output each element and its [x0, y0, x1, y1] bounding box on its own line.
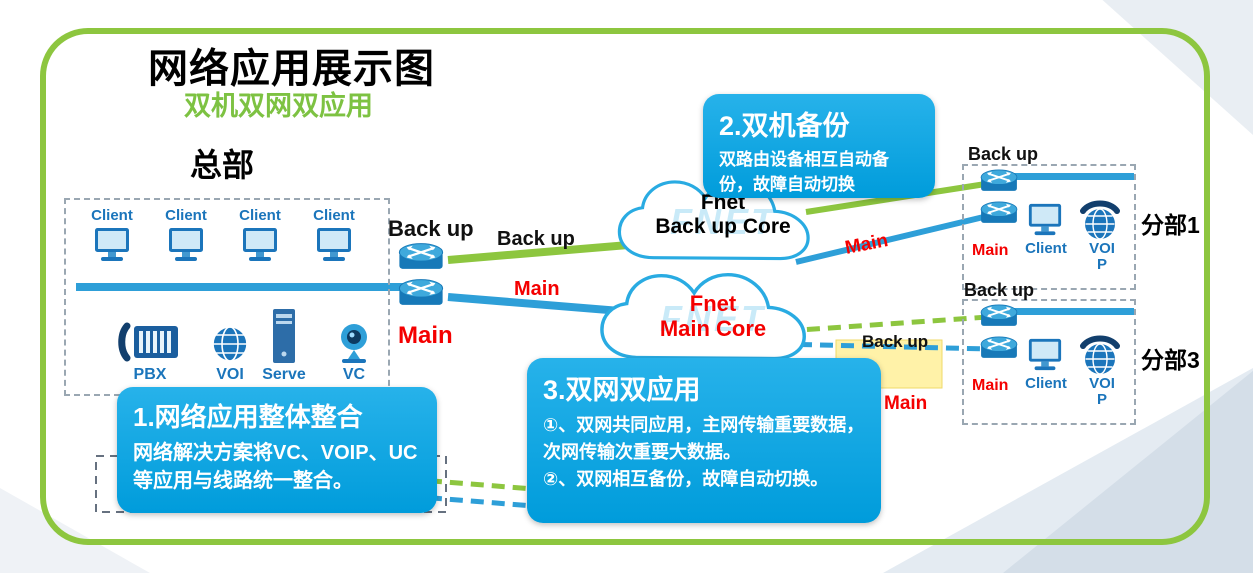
branch1-main-label: Main — [972, 242, 1009, 259]
main-cloud-name-line2: Main Core — [659, 316, 767, 342]
video-camera-icon — [331, 306, 377, 364]
callout3-body-line2: ②、双网相互备份，故障自动切换。 — [543, 469, 829, 489]
voip-device: VOI — [204, 306, 256, 384]
computer-icon — [240, 226, 280, 264]
branch3-backup-label: Back up — [964, 280, 1035, 300]
computer-icon — [314, 226, 354, 264]
hq-clients-row: Client Client Client Client — [82, 207, 364, 264]
client-label: Client — [313, 207, 355, 224]
voip-globe-icon — [210, 306, 250, 364]
fnet-logo-watermark: FNET — [660, 298, 766, 339]
headquarters-label: 总部 — [190, 147, 255, 183]
vc-label: VC — [342, 366, 366, 383]
hq-backup-router-icon — [396, 240, 446, 275]
computer-icon — [166, 226, 206, 264]
hq-client-1: Client — [82, 207, 142, 264]
branch3-client-label: Client — [1025, 375, 1067, 392]
client-label: Client — [91, 207, 133, 224]
pbx-label: PBX — [133, 366, 167, 383]
backup-line-label: Back up — [497, 228, 575, 250]
client-label: Client — [165, 207, 207, 224]
hq-main-router-icon — [396, 276, 446, 311]
branch3-voip-label: VOIP — [1089, 375, 1115, 409]
callout-dual-router-backup: 2.双机备份 双路由设备相互自动备份，故障自动切换 — [703, 94, 935, 198]
voip-phone-icon — [1078, 199, 1122, 243]
branch1-backup-label: Back up — [968, 144, 1039, 164]
pbx-device: PBX — [112, 306, 188, 384]
fnet-logo-watermark: FNET — [670, 201, 776, 242]
branch3-main-line-label: Main — [884, 393, 928, 414]
branch3-main-label: Main — [972, 377, 1009, 394]
callout-dual-network-apps: 3.双网双应用 ①、双网共同应用，主网传输重要数据，次网传输次重要大数据。 ②、… — [527, 358, 881, 523]
client-label: Client — [239, 207, 281, 224]
router-icon — [978, 334, 1020, 363]
branch1-client-label: Client — [1025, 240, 1067, 257]
page-subtitle: 双机双网双应用 — [184, 91, 373, 121]
vc-device: VC — [326, 306, 382, 384]
callout3-title: 3.双网双应用 — [543, 375, 701, 405]
computer-icon — [92, 226, 132, 264]
hq-backup-router-label: Back up — [388, 216, 474, 241]
callout3-body-line1: ①、双网共同应用，主网传输重要数据，次网传输次重要大数据。 — [543, 415, 865, 462]
hq-main-router-label: Main — [398, 322, 453, 349]
hq-client-4: Client — [304, 207, 364, 264]
server-device: Serve — [262, 306, 306, 384]
hq-client-3: Client — [230, 207, 290, 264]
server-label: Serve — [262, 366, 306, 383]
callout2-title: 2.双机备份 — [719, 111, 850, 141]
slide-border-frame — [40, 28, 1210, 545]
branch1-name: 分部1 — [1141, 212, 1200, 238]
pbx-phone-icon — [118, 306, 182, 364]
computer-icon — [1026, 202, 1064, 238]
server-icon — [271, 306, 297, 364]
backup-core-cloud: FNET Fnet Back up Core — [612, 173, 834, 271]
branch1-voip-label: VOIP — [1089, 240, 1115, 274]
callout1-body: 网络解决方案将VC、VOIP、UC等应用与线路统一整合。 — [133, 442, 418, 492]
router-icon — [978, 199, 1020, 228]
callout2-body: 双路由设备相互自动备份，故障自动切换 — [719, 150, 889, 194]
main-cloud-name-line1: Fnet — [689, 291, 737, 316]
branch3-backup-line-label: Back up — [862, 332, 929, 351]
voip-label: VOI — [216, 366, 244, 383]
branch3-name: 分部3 — [1141, 347, 1200, 373]
callout-network-integration: 1.网络应用整体整合 网络解决方案将VC、VOIP、UC等应用与线路统一整合。 — [117, 387, 437, 513]
main-core-cloud: FNET Fnet Main Core — [594, 266, 832, 372]
page-title: 网络应用展示图 — [148, 47, 435, 91]
voip-phone-icon — [1078, 334, 1122, 378]
computer-icon — [1026, 337, 1064, 373]
backup-cloud-name-line2: Back up Core — [655, 215, 791, 239]
hq-client-2: Client — [156, 207, 216, 264]
branch3-box — [962, 299, 1136, 425]
router-icon — [978, 167, 1020, 196]
main-line-label: Main — [514, 278, 560, 300]
callout1-title: 1.网络应用整体整合 — [133, 402, 363, 432]
router-icon — [978, 302, 1020, 331]
